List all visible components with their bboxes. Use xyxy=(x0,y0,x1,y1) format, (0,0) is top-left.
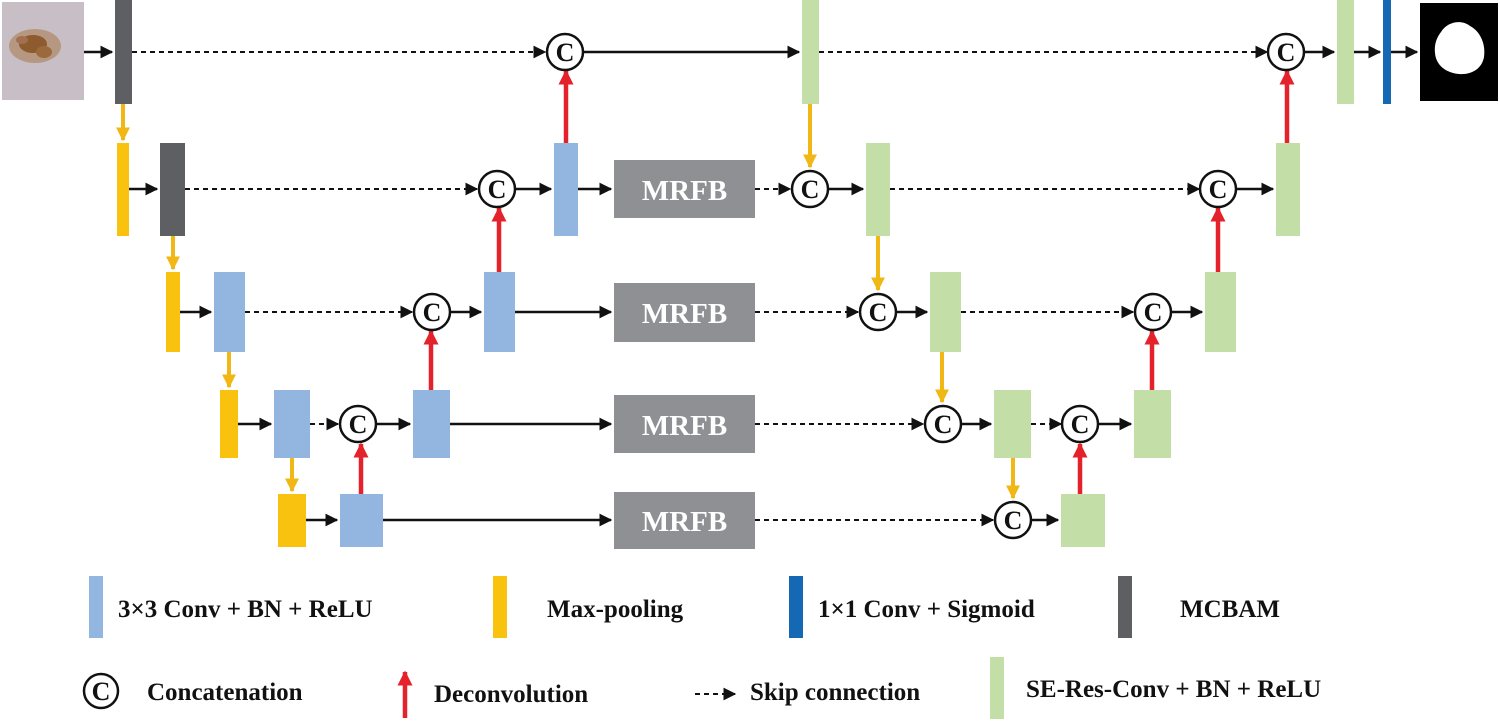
conv-block-mid-row4 xyxy=(413,390,450,458)
svg-text:C: C xyxy=(349,410,368,439)
concat-node: C xyxy=(338,404,378,444)
svg-text:C: C xyxy=(556,38,575,67)
concat-node: C xyxy=(412,292,452,332)
legend-conv1x1-swatch xyxy=(789,576,803,638)
svg-text:C: C xyxy=(1071,410,1090,439)
concat-node: C xyxy=(923,404,963,444)
legend-concat-label: Concatenation xyxy=(147,679,303,706)
svg-text:C: C xyxy=(92,677,111,706)
legend-mcbam-label: MCBAM xyxy=(1180,596,1280,623)
deconvolution-arrows xyxy=(353,69,1295,494)
concat-node: C xyxy=(1198,169,1238,209)
seres-block-row3 xyxy=(930,272,961,352)
concat-node: C xyxy=(858,292,898,332)
legend-maxpool-swatch xyxy=(493,576,507,638)
legend-deconv-label: Deconvolution xyxy=(434,681,589,708)
seres-block-row2-b xyxy=(1276,143,1300,236)
concat-node: C xyxy=(1266,32,1306,72)
concat-node: C xyxy=(477,169,517,209)
mrfb-block-3: MRFB xyxy=(614,395,755,453)
concat-node: C xyxy=(1133,292,1173,332)
svg-text:C: C xyxy=(1004,506,1023,535)
seres-block-row2 xyxy=(866,143,890,236)
forward-connections xyxy=(84,45,1419,527)
concat-node: C xyxy=(993,500,1033,540)
seres-block-row1-b xyxy=(1337,0,1354,104)
concat-node: C xyxy=(1060,404,1100,444)
mcbam-block-row2 xyxy=(160,143,185,236)
svg-text:C: C xyxy=(1209,175,1228,204)
legend-conv3x3-swatch xyxy=(89,576,103,638)
svg-text:C: C xyxy=(423,298,442,327)
svg-text:MRFB: MRFB xyxy=(642,410,727,442)
mcbam-block-row1 xyxy=(115,0,132,104)
legend-seres-label: SE-Res-Conv + BN + ReLU xyxy=(1026,676,1322,703)
legend-conv3x3-label: 3×3 Conv + BN + ReLU xyxy=(118,596,373,623)
legend-maxpool-label: Max-pooling xyxy=(547,596,684,623)
conv-block-mid-row3 xyxy=(484,272,515,352)
conv-block-mid-row2 xyxy=(554,143,578,236)
mrfb-block-1: MRFB xyxy=(614,160,755,218)
svg-text:MRFB: MRFB xyxy=(642,506,727,538)
conv-block-enc-row5 xyxy=(340,494,383,547)
legend-seres-swatch xyxy=(990,657,1004,719)
conv-block-enc-row4 xyxy=(274,390,310,458)
mrfb-block-2: MRFB xyxy=(614,283,755,342)
legend-mcbam-swatch xyxy=(1118,576,1132,638)
svg-text:MRFB: MRFB xyxy=(642,175,727,207)
svg-text:C: C xyxy=(1144,298,1163,327)
svg-text:MRFB: MRFB xyxy=(642,298,727,330)
legend-conv1x1-label: 1×1 Conv + Sigmoid xyxy=(818,596,1035,623)
concat-node: C xyxy=(790,169,830,209)
conv-block-enc-row3 xyxy=(214,272,245,352)
svg-text:C: C xyxy=(1277,38,1296,67)
concat-node: C xyxy=(545,32,585,72)
seres-block-row3-b xyxy=(1205,272,1236,352)
skip-connections xyxy=(132,45,1269,527)
legend-skip-label: Skip connection xyxy=(750,679,921,706)
legend-concat-symbol: C xyxy=(82,672,120,710)
pooling-arrows xyxy=(116,104,1020,500)
maxpool-block-row5 xyxy=(278,494,306,547)
maxpool-block-row2 xyxy=(117,143,129,236)
maxpool-block-row3 xyxy=(166,272,180,352)
svg-text:C: C xyxy=(801,175,820,204)
conv1x1-sigmoid-block xyxy=(1383,0,1391,104)
seres-block-row1 xyxy=(802,0,819,104)
svg-text:C: C xyxy=(488,175,507,204)
mrfb-block-4: MRFB xyxy=(614,492,755,549)
maxpool-block-row4 xyxy=(220,390,238,458)
seres-block-row4-b xyxy=(1134,390,1171,458)
input-image xyxy=(2,2,84,100)
seres-block-row5 xyxy=(1061,494,1105,547)
output-mask-image xyxy=(1420,3,1498,101)
svg-text:C: C xyxy=(934,410,953,439)
svg-text:C: C xyxy=(869,298,888,327)
seres-block-row4-a xyxy=(994,390,1031,458)
